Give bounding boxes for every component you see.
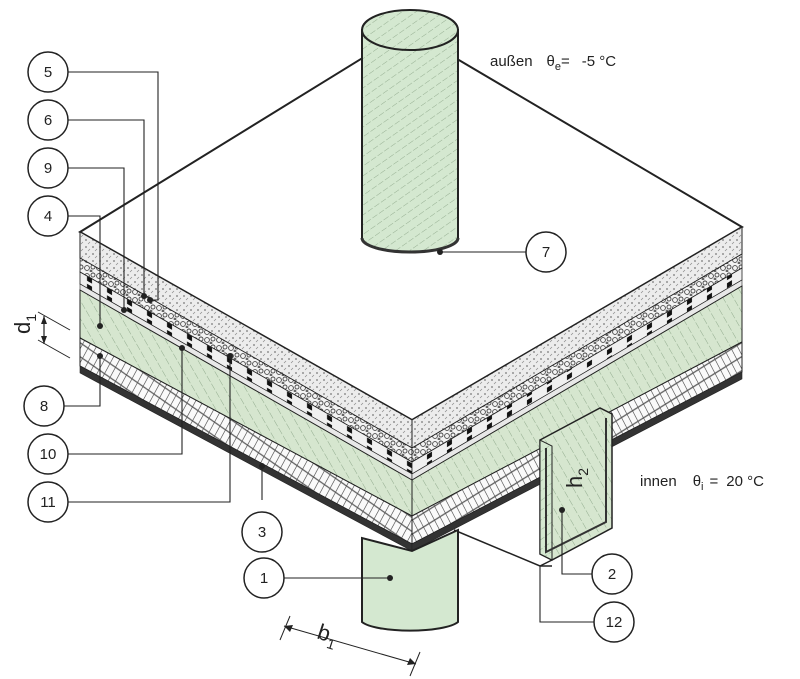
svg-text:3: 3 [258, 524, 266, 541]
svg-text:11: 11 [40, 494, 56, 511]
callout-3: 3 [241, 511, 283, 553]
h2-subscript: 2 [575, 468, 591, 476]
callout-11: 11 [27, 481, 69, 523]
d1-label: d [10, 322, 35, 334]
leader-lines [64, 71, 594, 623]
svg-text:2: 2 [608, 566, 616, 583]
d1-subscript: 1 [23, 314, 39, 322]
downstand-beam [453, 407, 613, 567]
svg-text:4: 4 [44, 208, 52, 225]
svg-text:10: 10 [40, 446, 57, 463]
svg-text:7: 7 [542, 244, 550, 261]
upper-column [360, 9, 460, 254]
callout-10: 10 [27, 433, 69, 475]
svg-text:b1: b1 [313, 619, 341, 653]
left-front-face [79, 231, 413, 552]
svg-text:12: 12 [606, 614, 623, 631]
callout-9: 9 [27, 147, 69, 189]
callout-1: 1 [243, 557, 285, 599]
lower-column [361, 528, 459, 632]
callout-8: 8 [23, 385, 65, 427]
callout-6: 6 [27, 99, 69, 141]
dimension-d1: d1 [10, 311, 71, 359]
callout-5: 5 [27, 51, 69, 93]
leader-dots [97, 249, 565, 581]
callout-7: 7 [525, 231, 567, 273]
svg-text:1: 1 [260, 570, 268, 587]
callout-2: 2 [591, 553, 633, 595]
svg-text:5: 5 [44, 64, 52, 81]
svg-text:d1: d1 [10, 314, 39, 334]
svg-text:9: 9 [44, 160, 52, 177]
dimension-h2: h2 [562, 468, 591, 488]
svg-text:h2: h2 [562, 468, 591, 488]
callout-4: 4 [27, 195, 69, 237]
h2-label: h [562, 476, 587, 488]
callout-12: 12 [593, 601, 635, 643]
svg-text:8: 8 [40, 398, 48, 415]
svg-text:6: 6 [44, 112, 52, 129]
